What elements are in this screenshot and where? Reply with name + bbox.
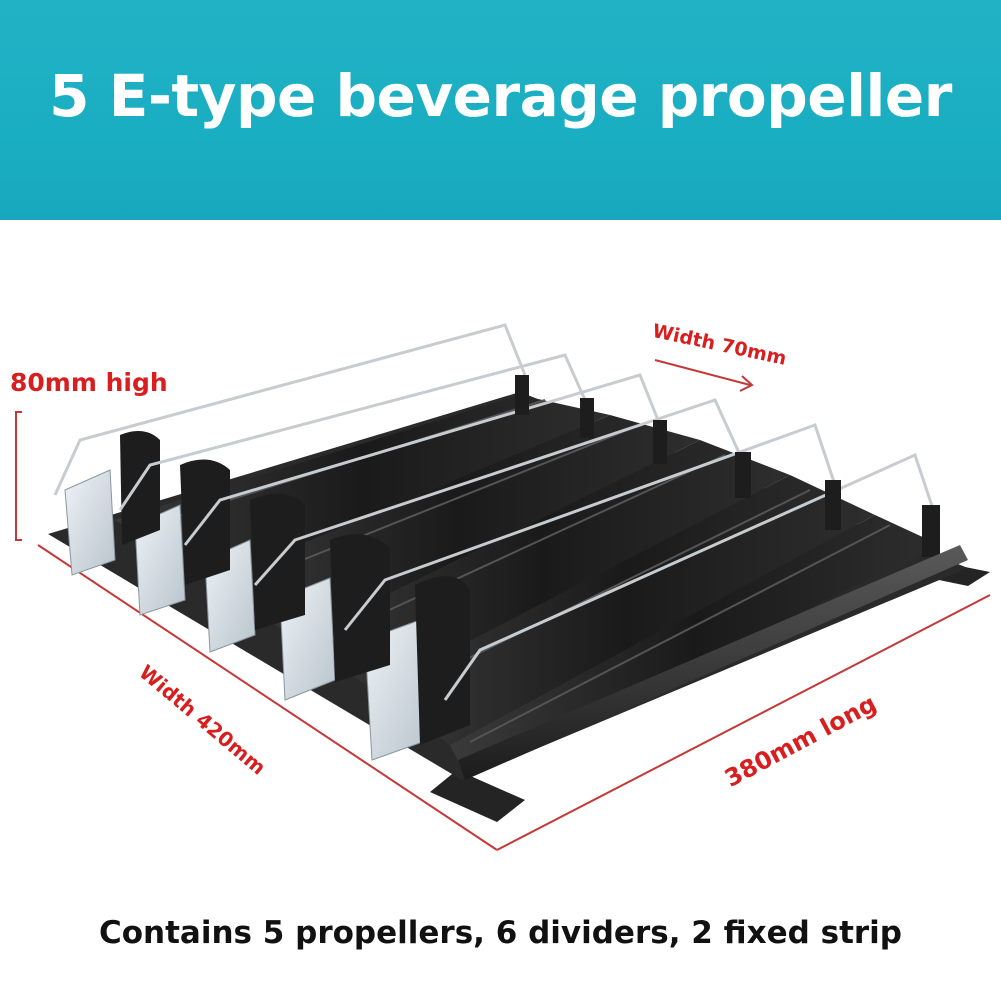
contents-caption: Contains 5 propellers, 6 dividers, 2 fix…	[99, 915, 902, 951]
height-bracket	[15, 411, 22, 541]
side-rail	[458, 545, 968, 780]
length-line	[496, 594, 991, 851]
product-image	[15, 323, 991, 851]
divider-posts	[515, 375, 940, 557]
total-width-line	[37, 544, 498, 851]
wire-dividers	[53, 323, 937, 701]
banner-title: 5 E-type beverage propeller	[49, 62, 952, 130]
front-stops	[64, 469, 429, 761]
title-banner: 5 E-type beverage propeller	[0, 0, 1001, 220]
lane-width-arrow	[654, 359, 751, 386]
height-label: 80mm high	[10, 368, 168, 397]
fixed-strip-front	[430, 770, 525, 822]
dimension-lines	[15, 359, 991, 851]
